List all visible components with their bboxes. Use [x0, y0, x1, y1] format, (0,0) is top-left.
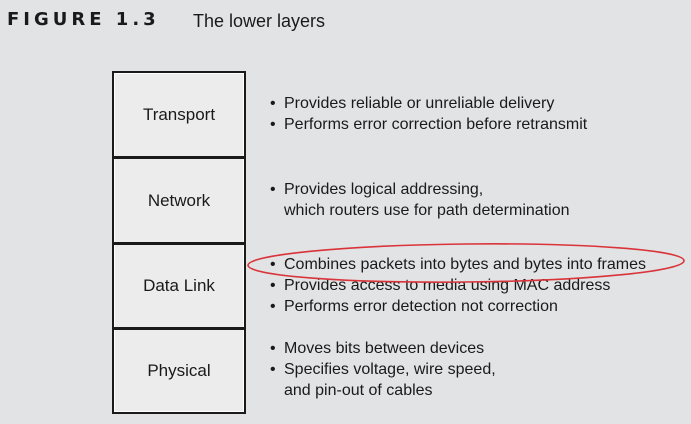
bullet-icon: • — [270, 116, 276, 133]
layer-label-data-link: Data Link — [143, 276, 215, 295]
description-line-highlighted: •Combines packets into bytes and bytes i… — [270, 256, 646, 273]
description-line: •Provides reliable or unreliable deliver… — [270, 95, 555, 112]
layer-box-network: Network — [114, 159, 244, 245]
bullet-icon: • — [270, 277, 276, 294]
description-line: •Performs error correction before retran… — [270, 116, 588, 133]
bullet-icon: • — [270, 256, 276, 273]
bullet-icon: • — [270, 95, 276, 112]
description-line: and pin-out of cables — [284, 382, 433, 399]
bullet-icon: • — [270, 298, 276, 315]
description-line: •Provides logical addressing, — [270, 181, 484, 198]
layer-stack: Transport Network Data Link Physical — [112, 71, 246, 414]
layer-label-physical: Physical — [147, 361, 211, 380]
bullet-icon: • — [270, 361, 276, 378]
description-line: which routers use for path determination — [284, 202, 570, 219]
physical-description: •Moves bits between devices •Specifies v… — [270, 338, 670, 401]
layer-label-network: Network — [147, 190, 211, 210]
bullet-icon: • — [270, 181, 276, 198]
figure-title: The lower layers — [193, 11, 326, 31]
description-line: •Specifies voltage, wire speed, — [270, 361, 496, 378]
data-link-description: •Combines packets into bytes and bytes i… — [270, 254, 670, 317]
description-line: •Provides access to media using MAC addr… — [270, 277, 611, 294]
transport-description: •Provides reliable or unreliable deliver… — [270, 93, 670, 135]
figure-label: FIGURE 1.3 — [7, 9, 160, 30]
description-line: •Moves bits between devices — [270, 340, 485, 357]
bullet-icon: • — [270, 340, 276, 357]
description-line: •Performs error detection not correction — [270, 298, 558, 315]
layer-label-transport: Transport — [142, 104, 216, 124]
network-description: •Provides logical addressing, which rout… — [270, 179, 670, 221]
layer-box-data-link: Data Link — [114, 245, 244, 330]
figure-header: FIGURE 1.3 The lower layers — [7, 9, 325, 35]
layer-box-transport: Transport — [114, 73, 244, 159]
layer-box-physical: Physical — [114, 330, 244, 412]
